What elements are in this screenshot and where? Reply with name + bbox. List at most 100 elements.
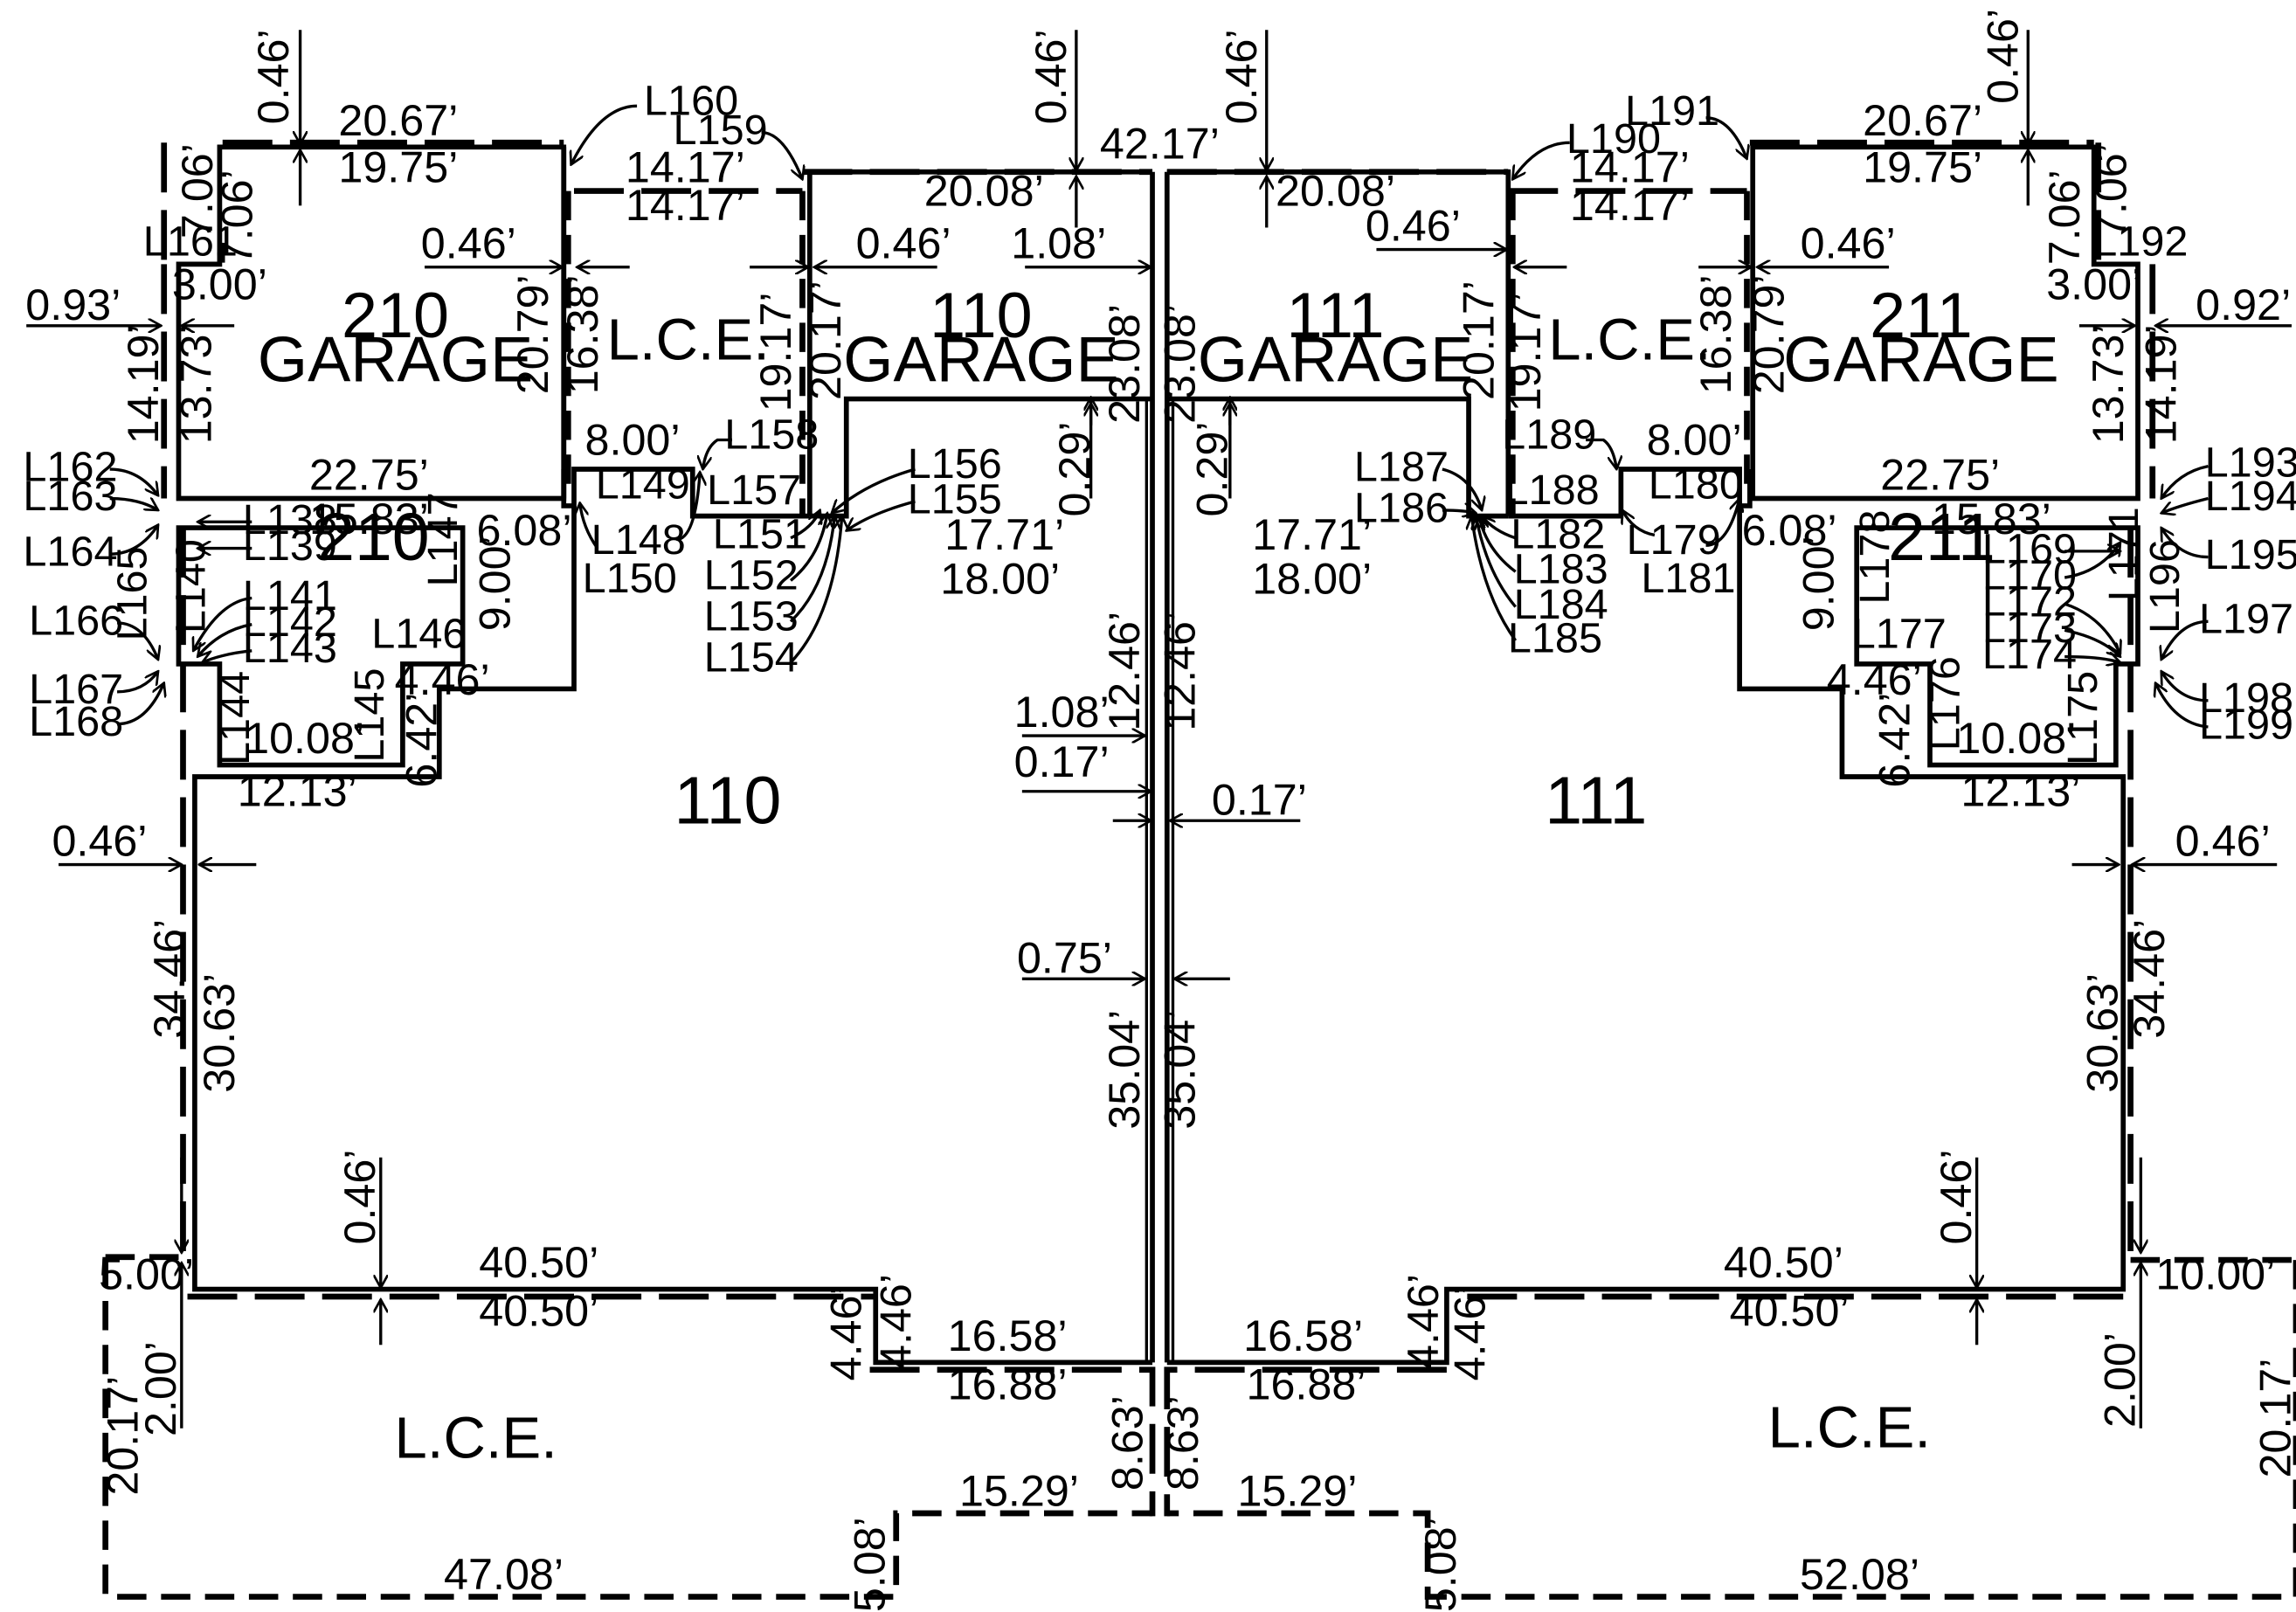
leader bbox=[2160, 528, 2209, 559]
dim-label: 16.88’ bbox=[1247, 1359, 1366, 1408]
leader bbox=[789, 516, 834, 623]
leader bbox=[1705, 116, 1747, 159]
lce-label-left-garage: L.C.E. bbox=[607, 307, 770, 372]
line-label: L150 bbox=[583, 555, 677, 602]
dim-label: 8.63’ bbox=[1158, 1395, 1207, 1491]
dim-label: 0.29’ bbox=[1049, 422, 1099, 517]
line-label: L179 bbox=[1627, 516, 1721, 564]
garage-211-number: 211 bbox=[1870, 279, 1973, 351]
leader bbox=[109, 496, 158, 510]
dim-label: 19.17’ bbox=[750, 292, 800, 412]
dim-label: 0.75’ bbox=[1017, 933, 1112, 983]
leader bbox=[789, 516, 842, 664]
dim-label: 15.83’ bbox=[309, 494, 429, 543]
center-strip bbox=[1145, 398, 1175, 1363]
leader bbox=[109, 467, 158, 495]
dim-label: 0.29’ bbox=[1187, 422, 1237, 517]
dim-label: 14.17’ bbox=[626, 142, 745, 192]
dim-label: 4.46’ bbox=[870, 1274, 920, 1369]
lce-label-right-garage: L.C.E. bbox=[1548, 307, 1711, 372]
dim-label: 17.71’ bbox=[944, 509, 1064, 559]
dim-label: 10.00’ bbox=[2155, 1249, 2275, 1299]
dim-label: 0.46’ bbox=[1801, 218, 1896, 268]
leader bbox=[202, 649, 252, 662]
dim-label: 8.63’ bbox=[1102, 1395, 1151, 1491]
line-label: L176 bbox=[1922, 656, 1969, 751]
garage-111-number: 111 bbox=[1286, 279, 1384, 351]
dim-label: 0.46’ bbox=[421, 218, 516, 268]
dim-label: 30.63’ bbox=[194, 973, 244, 1093]
line-label: L153 bbox=[704, 592, 799, 640]
line-label: L193 bbox=[2205, 439, 2296, 486]
dim-label: 14.19’ bbox=[118, 324, 168, 444]
unit-211-label: 211 bbox=[1888, 500, 1995, 575]
dim-label: 0.46’ bbox=[856, 218, 951, 268]
dim-label: 7.06’ bbox=[2086, 143, 2136, 239]
dim-label: 15.29’ bbox=[959, 1466, 1079, 1516]
line-label: L161 bbox=[143, 218, 238, 265]
room-labels: 210 GARAGE 110 GARAGE 111 GARAGE 211 GAR… bbox=[258, 279, 2059, 1470]
garage-110-number: 110 bbox=[930, 279, 1033, 351]
dim-label: 16.58’ bbox=[1243, 1311, 1363, 1360]
line-label: L145 bbox=[346, 668, 393, 763]
garage-210-label: GARAGE bbox=[258, 322, 534, 395]
dim-label: 42.17’ bbox=[1100, 119, 1220, 169]
dim-label: 30.63’ bbox=[2078, 973, 2127, 1093]
line-label: L157 bbox=[707, 467, 801, 514]
dim-label: 0.46’ bbox=[1216, 29, 1266, 124]
line-label: L180 bbox=[1649, 461, 1743, 509]
lce-label-bottom-left: L.C.E. bbox=[395, 1405, 557, 1470]
dim-label: 20.79’ bbox=[508, 274, 557, 394]
leader bbox=[702, 438, 733, 469]
dim-label: 8.00’ bbox=[1647, 414, 1742, 464]
line-label: L151 bbox=[713, 511, 807, 558]
dim-label: 2.00’ bbox=[2095, 1332, 2145, 1428]
leader bbox=[1471, 516, 1518, 642]
dim-label: 22.75’ bbox=[1880, 449, 2000, 499]
dim-label: 2.00’ bbox=[135, 1341, 185, 1436]
dim-label: 14.17’ bbox=[1570, 180, 1690, 230]
garage-211-wall bbox=[1750, 144, 2140, 502]
dim-label: 6.42’ bbox=[1870, 693, 1919, 788]
right-side-boundary bbox=[2095, 142, 2156, 1261]
dim-label: 16.58’ bbox=[948, 1311, 1068, 1360]
dim-label: 0.17’ bbox=[1212, 775, 1307, 825]
line-label: L148 bbox=[591, 516, 686, 564]
line-label: L182 bbox=[1511, 511, 1605, 558]
dim-label: 23.08’ bbox=[1099, 304, 1149, 424]
dim-label: 12.46’ bbox=[1099, 612, 1149, 731]
line-label: L162 bbox=[23, 443, 117, 490]
dim-label: 1.08’ bbox=[1011, 218, 1106, 268]
dim-label: 4.46’ bbox=[821, 1285, 871, 1380]
dim-label: 20.17’ bbox=[2250, 1359, 2296, 1478]
leader bbox=[193, 596, 252, 651]
dim-label: 20.08’ bbox=[924, 165, 1044, 215]
leader bbox=[1586, 438, 1616, 469]
dim-label: 0.46’ bbox=[1366, 201, 1461, 251]
line-label: L149 bbox=[596, 461, 690, 509]
line-label: L170 bbox=[1982, 551, 2077, 598]
line-label: L190 bbox=[1566, 115, 1661, 163]
line-label: L166 bbox=[29, 597, 123, 644]
leader bbox=[571, 104, 638, 164]
dim-label: 0.46’ bbox=[52, 815, 147, 865]
dim-label: 4.46’ bbox=[395, 654, 490, 704]
dim-label: 9.00’ bbox=[1793, 536, 1843, 631]
leader bbox=[761, 130, 803, 180]
dim-label: 0.46’ bbox=[1978, 9, 2028, 104]
dim-label: 9.00’ bbox=[469, 536, 519, 631]
dim-label: 15.29’ bbox=[1237, 1466, 1357, 1516]
leader bbox=[847, 500, 916, 531]
left-side-boundary bbox=[161, 142, 186, 1261]
line-label: L160 bbox=[644, 77, 738, 124]
line-label: L199 bbox=[2199, 701, 2293, 748]
dim-label: 1.08’ bbox=[1014, 687, 1110, 737]
line-label: L198 bbox=[2199, 675, 2293, 722]
dim-label: 40.50’ bbox=[479, 1237, 598, 1287]
dim-label: 15.83’ bbox=[1932, 494, 2051, 543]
unit-110-label: 110 bbox=[674, 764, 782, 839]
dim-label: 19.75’ bbox=[338, 142, 458, 192]
line-label: L171 bbox=[2100, 507, 2147, 601]
line-label: L163 bbox=[23, 473, 117, 520]
lce-left-boundary bbox=[102, 1254, 1153, 1600]
